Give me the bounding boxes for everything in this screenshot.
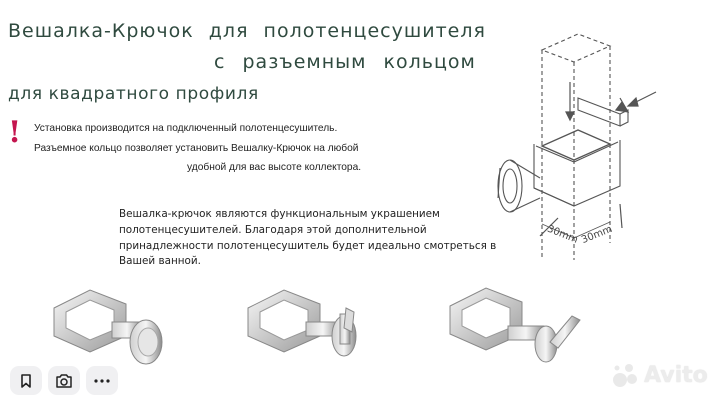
installation-drawing: 30mm 30mm xyxy=(497,33,657,260)
notice-line-1: Установка производится на подключенный п… xyxy=(34,123,338,134)
description-line-3: принадлежности полотенцесушитель будет и… xyxy=(119,239,497,252)
title-line-1: Вешалка-Крючок для полотенцесушителя xyxy=(8,20,486,42)
description-line-1: Вешалка-крючок являются функциональным у… xyxy=(119,208,440,220)
notice-line-2: Разъемное кольцо позволяет установить Ве… xyxy=(34,143,359,154)
bookmark-button[interactable] xyxy=(10,366,42,395)
camera-search-icon xyxy=(56,373,72,388)
camera-search-button[interactable] xyxy=(48,366,80,395)
description-line-4: Вашей ванной. xyxy=(119,255,201,268)
avito-logo-icon xyxy=(613,364,637,387)
bookmark-icon xyxy=(21,373,31,388)
more-button[interactable] xyxy=(86,366,118,395)
image-actions xyxy=(10,366,118,395)
title-line-2: с разъемным кольцом xyxy=(214,51,476,73)
exclamation-icon: ! xyxy=(8,115,22,150)
more-icon xyxy=(94,378,110,383)
description-text: Вешалка-крючок являются функциональным у… xyxy=(119,207,497,270)
avito-watermark: Avito xyxy=(612,362,708,388)
product-hook-1 xyxy=(53,289,163,365)
product-hook-3 xyxy=(449,287,581,363)
avito-text: Avito xyxy=(644,362,708,388)
title-line-3: для квадратного профиля xyxy=(8,84,259,104)
description-line-2: полотенцесушителей. Благодаря этой допол… xyxy=(119,223,427,236)
dimension-right: 30mm xyxy=(580,224,614,246)
notice-line-3: удобной для вас высоте коллектора. xyxy=(187,162,362,173)
product-hook-2 xyxy=(247,289,357,357)
